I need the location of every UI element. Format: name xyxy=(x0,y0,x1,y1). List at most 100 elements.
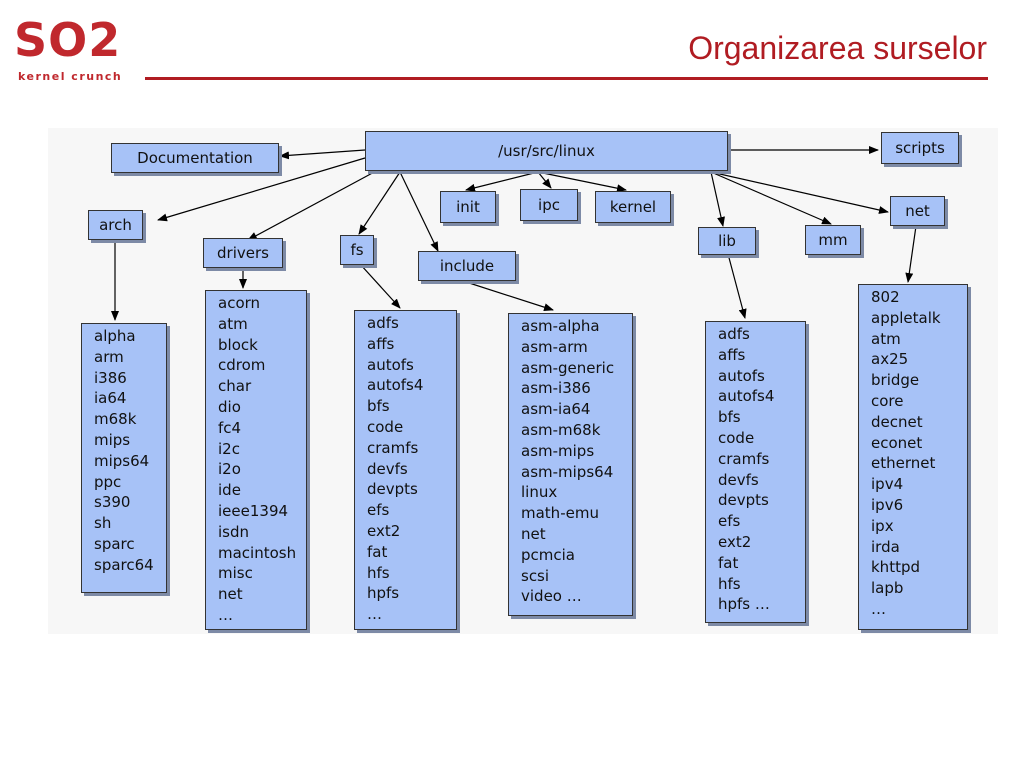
list-item: net xyxy=(521,524,546,543)
list-item: ax25 xyxy=(871,350,909,369)
list-item: autofs xyxy=(718,366,765,385)
list-item: arm xyxy=(94,347,124,366)
list-item: asm-mips64 xyxy=(521,462,614,481)
list-item: econet xyxy=(871,433,923,452)
logo-tagline: kernel crunch xyxy=(18,70,123,83)
list-item: i386 xyxy=(94,368,127,387)
list-item: decnet xyxy=(871,412,923,431)
list-item: fc4 xyxy=(218,418,242,437)
list-item: efs xyxy=(718,512,741,531)
list-item: … xyxy=(871,599,886,618)
list-item: cdrom xyxy=(218,356,266,375)
node-lib: lib xyxy=(698,227,756,255)
list-item: autofs4 xyxy=(367,376,424,395)
node-net: net xyxy=(890,196,945,226)
list-item: devpts xyxy=(718,491,769,510)
source-tree-diagram: /usr/src/linux Documentation scripts arc… xyxy=(48,128,998,634)
list-item: mips xyxy=(94,430,131,449)
list-item: m68k xyxy=(94,410,137,429)
title-divider xyxy=(145,77,988,80)
list-item: net xyxy=(218,585,243,604)
list-item: … xyxy=(218,605,233,624)
list-item: hpfs … xyxy=(718,595,770,614)
list-item: asm-alpha xyxy=(521,317,600,335)
arrow-fs-list xyxy=(359,263,401,309)
arrow-root-net xyxy=(710,171,889,214)
arrow-root-drivers xyxy=(247,169,379,241)
list-item: autofs4 xyxy=(718,387,775,406)
list-item: devpts xyxy=(367,480,418,499)
list-item: adfs xyxy=(718,325,750,343)
list-item: asm-ia64 xyxy=(521,400,591,419)
list-item: scsi xyxy=(521,566,550,585)
list-item: macintosh xyxy=(218,543,297,562)
list-item: char xyxy=(218,377,252,396)
list-item: appletalk xyxy=(871,308,941,327)
list-item: 802 xyxy=(871,288,900,306)
page-title: Organizarea surselor xyxy=(688,30,987,66)
list-item: isdn xyxy=(218,522,250,541)
arrow-lib-list xyxy=(727,253,747,319)
list-item: core xyxy=(871,391,904,410)
list-item: ide xyxy=(218,481,241,500)
list-item: lapb xyxy=(871,579,904,598)
list-item: dio xyxy=(218,397,241,416)
node-root: /usr/src/linux xyxy=(365,131,728,171)
list-item: ipv6 xyxy=(871,495,904,514)
arrow-root-mm xyxy=(710,171,832,225)
node-init: init xyxy=(440,191,496,223)
arrow-include-list xyxy=(462,280,554,312)
node-scripts: scripts xyxy=(881,132,959,164)
list-item: hfs xyxy=(367,563,390,582)
list-item: devfs xyxy=(367,459,408,478)
list-item: ieee1394 xyxy=(218,501,289,520)
list-item: irda xyxy=(871,537,900,556)
arrow-root-kernel xyxy=(537,171,627,193)
list-item: s390 xyxy=(94,493,131,512)
arrow-root-init xyxy=(465,171,539,192)
arrow-root-arch xyxy=(157,157,366,222)
list-item: bfs xyxy=(718,408,741,427)
node-mm: mm xyxy=(805,225,861,255)
list-item: sparc64 xyxy=(94,555,154,574)
list-item: video … xyxy=(521,587,582,606)
list-item: hpfs xyxy=(367,584,400,603)
node-fs: fs xyxy=(340,235,374,265)
list-item: block xyxy=(218,335,258,354)
list-item: affs xyxy=(367,334,395,353)
list-item: pcmcia xyxy=(521,545,575,564)
list-item: ext2 xyxy=(367,521,401,540)
list-item: math-emu xyxy=(521,504,599,523)
list-item: sparc xyxy=(94,534,135,553)
list-item: atm xyxy=(218,314,248,333)
list-item: asm-m68k xyxy=(521,420,601,439)
list-item: bfs xyxy=(367,397,390,416)
list-item: i2o xyxy=(218,460,241,479)
list-item: atm xyxy=(871,329,901,348)
arrow-root-fs xyxy=(358,171,401,235)
list-item: efs xyxy=(367,501,390,520)
list-item: ppc xyxy=(94,472,122,491)
arrow-root-documentation xyxy=(279,149,366,160)
so2-logo: SO2 kernel crunch xyxy=(14,12,134,84)
connector-arrows xyxy=(111,146,917,321)
list-item: linux xyxy=(521,483,558,502)
arrow-net-list xyxy=(905,225,917,283)
list-item: bridge xyxy=(871,371,920,390)
node-kernel: kernel xyxy=(595,191,671,223)
node-arch: arch xyxy=(88,210,143,240)
list-item: alpha xyxy=(94,327,136,345)
list-item: ipx xyxy=(871,516,894,535)
list-item: khttpd xyxy=(871,558,920,577)
node-ipc: ipc xyxy=(520,189,578,221)
list-item: autofs xyxy=(367,355,414,374)
list-item: asm-arm xyxy=(521,337,588,356)
list-item: ipv4 xyxy=(871,475,904,494)
arrow-root-ipc xyxy=(537,171,552,189)
